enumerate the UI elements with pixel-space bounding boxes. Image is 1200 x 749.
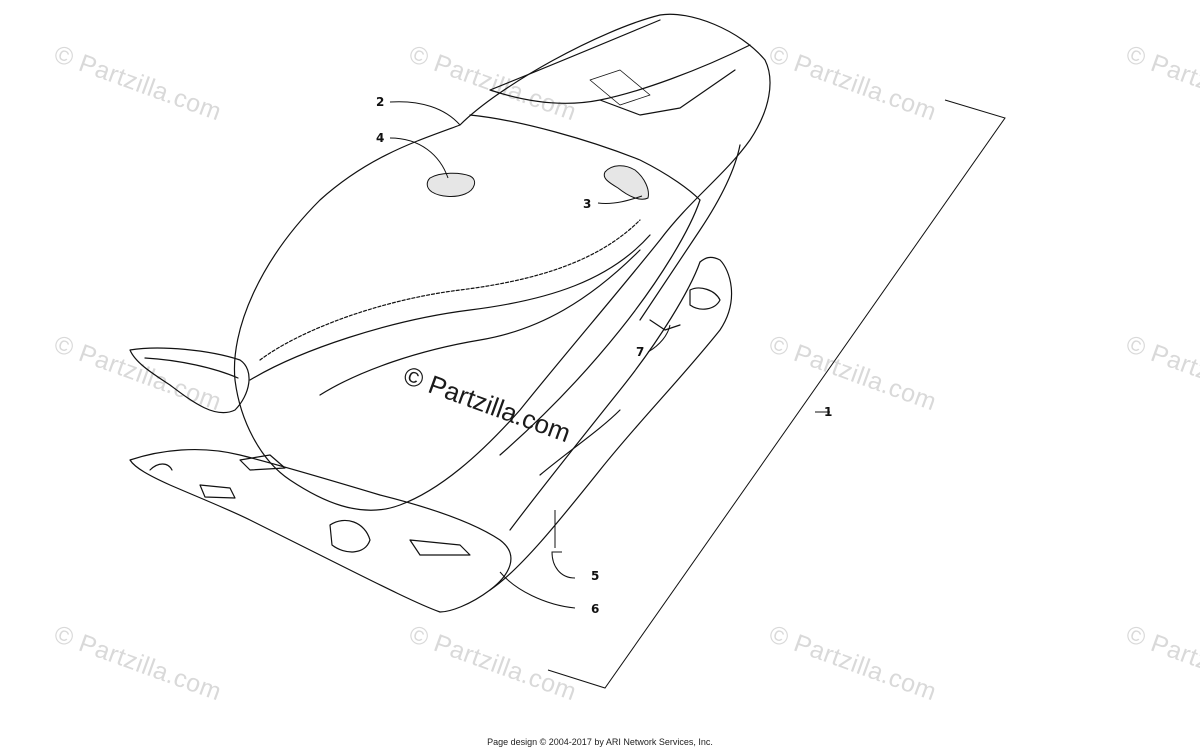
callout-5: 5	[591, 569, 599, 583]
footer-text: Page design © 2004-2017 by ARI Network S…	[487, 737, 713, 747]
foam-pad-3	[603, 165, 649, 200]
callout-4: 4	[376, 131, 384, 145]
group-bracket	[547, 99, 1006, 689]
seat-front-flap	[129, 347, 250, 414]
callout-6: 6	[591, 602, 599, 616]
callout-2: 2	[376, 95, 384, 109]
seat-label	[589, 69, 651, 106]
latch-clip	[689, 287, 721, 310]
page-footer: Page design © 2004-2017 by ARI Network S…	[0, 737, 1200, 747]
callout-3: 3	[583, 197, 591, 211]
seat-stitching	[259, 219, 641, 361]
base-handle-slot	[329, 519, 371, 553]
callout-7: 7	[636, 345, 644, 359]
foam-pad-4	[426, 172, 476, 197]
seat-side-panel	[499, 199, 701, 456]
seat-cushion-outline	[233, 13, 771, 511]
callout-1: 1	[824, 405, 832, 419]
seat-rear-hump	[489, 19, 751, 104]
